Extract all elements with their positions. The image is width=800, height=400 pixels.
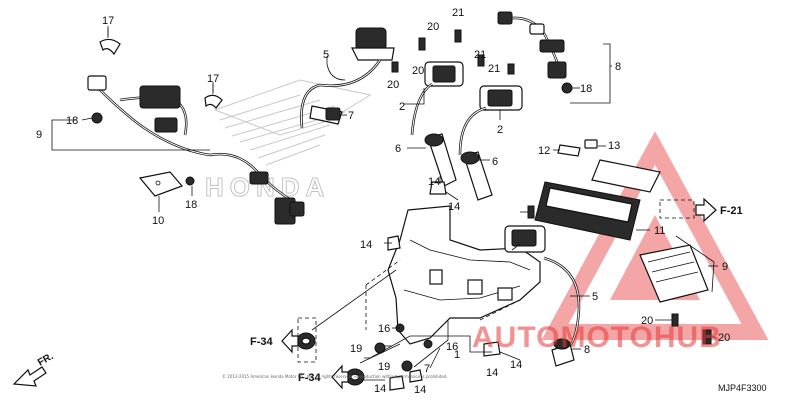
callout-20a: 20 <box>427 21 439 33</box>
callout-20b: 21 <box>452 7 464 19</box>
callout-14d: 14 <box>486 367 498 379</box>
part-18-bolt-left <box>185 176 195 186</box>
callout-10: 10 <box>152 215 164 227</box>
callout-14b: 14 <box>448 201 460 213</box>
callout-2b: 2 <box>497 124 503 136</box>
part-19-bolt-right <box>702 329 712 345</box>
callout-14g: 14 <box>414 384 426 396</box>
callout-14a: 14 <box>428 176 440 188</box>
part-7-module <box>639 235 715 303</box>
callout-5a: 6 <box>395 143 401 155</box>
part-2-ignition-coil-left <box>410 61 464 136</box>
callout-18a: 18 <box>185 199 197 211</box>
part-18-bolts <box>374 342 413 372</box>
callout-11: 11 <box>654 225 665 237</box>
callout-4: 5 <box>323 49 329 61</box>
front-direction-label: FR. <box>36 351 56 369</box>
callout-15a: 16 <box>378 323 390 335</box>
part-21-bolt-upper <box>527 205 535 219</box>
part-1-mounting-bracket <box>387 205 541 345</box>
part-11-control-unit <box>534 159 661 241</box>
part-17-clip-right <box>561 82 573 94</box>
callout-20c: 20 <box>412 65 424 77</box>
part-3-plug-wire <box>543 256 581 352</box>
callout-19b: 20 <box>718 332 730 344</box>
callout-7: 9 <box>722 261 728 273</box>
part-10-bracket <box>138 171 184 197</box>
callout-17b: 18 <box>580 83 592 95</box>
part-8-sub-harness <box>497 11 567 79</box>
callout-5b: 6 <box>492 156 498 168</box>
automotohub-watermark-text: AUTOMOTOHUB <box>472 321 722 354</box>
callout-8: 8 <box>615 61 621 73</box>
front-direction-arrow: FR. <box>12 351 56 387</box>
honda-wing-watermark <box>213 79 372 166</box>
callout-18b: 19 <box>350 343 362 355</box>
callout-20d: 20 <box>387 79 399 91</box>
ref-label-f21: F-21 <box>720 205 743 217</box>
part-5-spark-plug-cap-left <box>424 133 457 187</box>
callout-6a: 7 <box>348 110 354 122</box>
callout-1: 1 <box>454 349 460 361</box>
callout-20f: 21 <box>488 63 500 75</box>
callout-16b: 17 <box>207 73 219 85</box>
copyright-note: © 2013-2015 American Honda Motor Co., In… <box>222 374 448 379</box>
part-21-relay <box>504 225 546 253</box>
ref-label-f34-lower: F-34 <box>298 372 322 384</box>
callout-13: 13 <box>608 140 620 152</box>
part-17-clip-left <box>91 112 103 124</box>
callout-14e: 14 <box>510 359 522 371</box>
callout-labels: 17 17 18 9 10 18 5 7 20 21 20 20 21 21 2… <box>36 7 730 396</box>
part-13-bolt <box>584 139 598 149</box>
diagram-code: MJP4F3300 <box>718 383 767 393</box>
callout-17a: 18 <box>66 115 78 127</box>
callout-12: 12 <box>538 145 550 157</box>
callout-6c: 7 <box>424 363 430 375</box>
callout-16a: 17 <box>102 15 114 27</box>
callout-14c: 14 <box>360 239 372 251</box>
callout-20e: 21 <box>474 49 486 61</box>
part-2-ignition-coil-right <box>458 85 523 156</box>
callout-2a: 2 <box>399 101 405 113</box>
callout-3: 5 <box>592 291 598 303</box>
part-16-clip-mid <box>204 84 223 109</box>
callout-6b: 8 <box>584 344 590 356</box>
callout-15b: 16 <box>446 341 458 353</box>
callout-14f: 14 <box>374 383 386 395</box>
part-dashed-outline-f21 <box>659 199 695 219</box>
part-16-clip-top <box>99 28 121 56</box>
part-5-spark-plug-cap-right <box>460 151 493 201</box>
ref-arrow-f34-lower: F-34 <box>298 364 349 390</box>
part-grommet-upper <box>296 317 317 363</box>
part-9-wire-harness <box>87 75 305 225</box>
callout-19a: 20 <box>641 315 653 327</box>
callout-9: 9 <box>36 129 42 141</box>
part-14-clips <box>387 181 501 391</box>
ref-arrow-f34-upper: F-34 <box>250 328 299 354</box>
part-12-clip <box>557 144 581 157</box>
ref-arrow-f21: F-21 <box>695 197 743 223</box>
part-6-plug-cap-lower <box>551 338 575 367</box>
ref-label-f34-upper: F-34 <box>250 336 274 348</box>
callout-18c: 19 <box>378 361 390 373</box>
part-6-plug-cap-upper <box>325 107 341 121</box>
leader-lines <box>51 26 718 381</box>
part-19-bolt-left <box>671 313 679 327</box>
part-20-bolts <box>391 29 515 75</box>
